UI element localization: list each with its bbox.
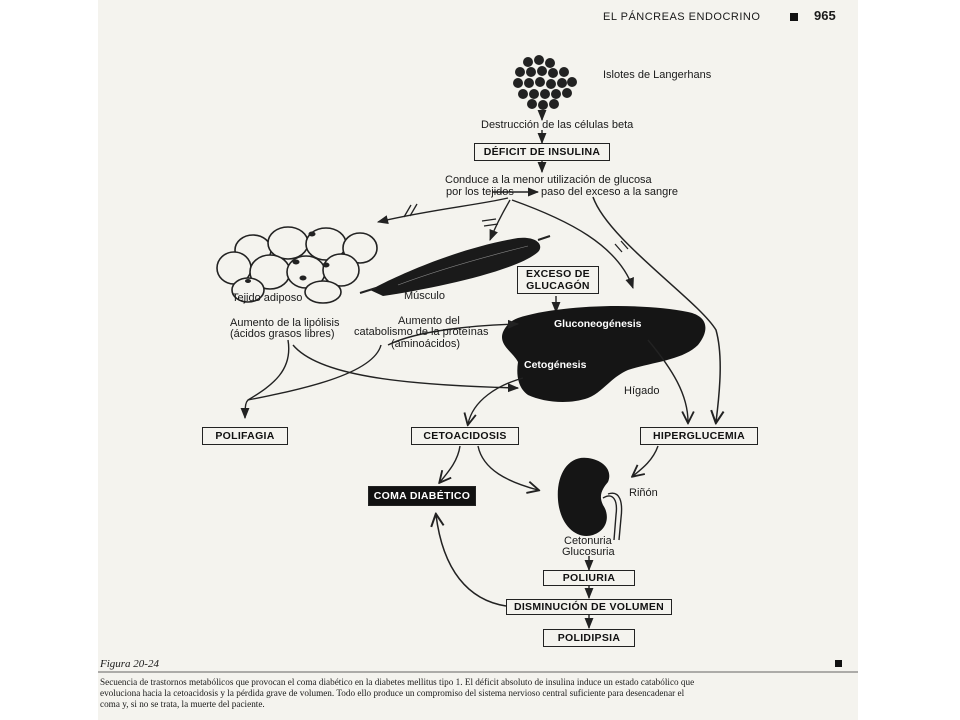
muscle-label: Músculo: [404, 290, 445, 302]
caption-line2: evoluciona hacia la cetoacidosis y la pé…: [100, 688, 685, 698]
caption-square-icon: [835, 660, 842, 667]
kidney-label: Riñón: [629, 487, 658, 499]
glucagon-box: EXCESO DE GLUCAGÓN: [517, 266, 599, 294]
liver-illustration: [501, 306, 706, 402]
glucose-use-line2: por los tejidos: [446, 186, 514, 198]
volume-loss-label: DISMINUCIÓN DE VOLUMEN: [513, 601, 665, 613]
lipolysis-line2: (ácidos grasos libres): [230, 328, 335, 340]
textbook-page: EL PÁNCREAS ENDOCRINO 965: [98, 0, 858, 720]
diagram-graphics: [98, 55, 858, 673]
islets-illustration: [513, 55, 577, 110]
glucagon-line1: EXCESO DE: [526, 268, 590, 280]
excess-to-blood-label: paso del exceso a la sangre: [541, 186, 678, 198]
caption-line1: Secuencia de trastornos metabólicos que …: [100, 677, 695, 687]
ketoacidosis-box: CETOACIDOSIS: [411, 427, 519, 445]
polyuria-box: POLIURIA: [543, 570, 635, 586]
insulin-deficit-label: DÉFICIT DE INSULINA: [483, 146, 601, 158]
hyperglycemia-label: HIPERGLUCEMIA: [653, 430, 745, 442]
running-title: EL PÁNCREAS ENDOCRINO: [603, 11, 761, 23]
catabolism-line3: (aminoácidos): [391, 338, 461, 350]
glucose-use-line1: Conduce a la menor utilización de glucos…: [445, 174, 652, 186]
islets-label: Islotes de Langerhans: [603, 69, 712, 81]
ketonuria-label: Cetonuria: [564, 535, 612, 547]
ketoacidosis-label: CETOACIDOSIS: [423, 430, 507, 442]
catabolism-line2: catabolismo de la proteínas: [354, 326, 489, 338]
diabetic-coma-label: COMA DIABÉTICO: [373, 490, 471, 502]
header-square-icon: [790, 13, 798, 21]
caption-line3: coma y, si no se trata, la muerte del pa…: [100, 699, 265, 709]
muscle-illustration: [359, 235, 551, 296]
insulin-deficit-box: DÉFICIT DE INSULINA: [474, 143, 610, 161]
polyphagia-label: POLIFAGIA: [215, 430, 275, 442]
polyuria-label: POLIURIA: [562, 572, 616, 584]
catabolism-line1: Aumento del: [398, 315, 460, 327]
kidney-illustration: [557, 457, 623, 541]
glucagon-line2: GLUCAGÓN: [526, 280, 590, 292]
figure-label: Figura 20-24: [100, 658, 159, 670]
glycosuria-label: Glucosuria: [562, 546, 615, 558]
volume-loss-box: DISMINUCIÓN DE VOLUMEN: [506, 599, 672, 615]
liver-label: Hígado: [624, 385, 660, 397]
page-number: 965: [814, 8, 836, 23]
hyperglycemia-box: HIPERGLUCEMIA: [640, 427, 758, 445]
adipose-label: Tejido adiposo: [232, 292, 303, 304]
ketogenesis-label: Cetogénesis: [524, 359, 587, 371]
polyphagia-box: POLIFAGIA: [202, 427, 288, 445]
polydipsia-box: POLIDIPSIA: [543, 629, 635, 647]
beta-destruction-label: Destrucción de las células beta: [481, 119, 634, 131]
diabetic-coma-box: COMA DIABÉTICO: [368, 486, 476, 506]
gluconeogenesis-label: Gluconeogénesis: [554, 318, 642, 330]
polydipsia-label: POLIDIPSIA: [557, 632, 621, 644]
adipose-tissue-illustration: [216, 226, 378, 304]
lipolysis-line1: Aumento de la lipólisis: [230, 317, 340, 329]
